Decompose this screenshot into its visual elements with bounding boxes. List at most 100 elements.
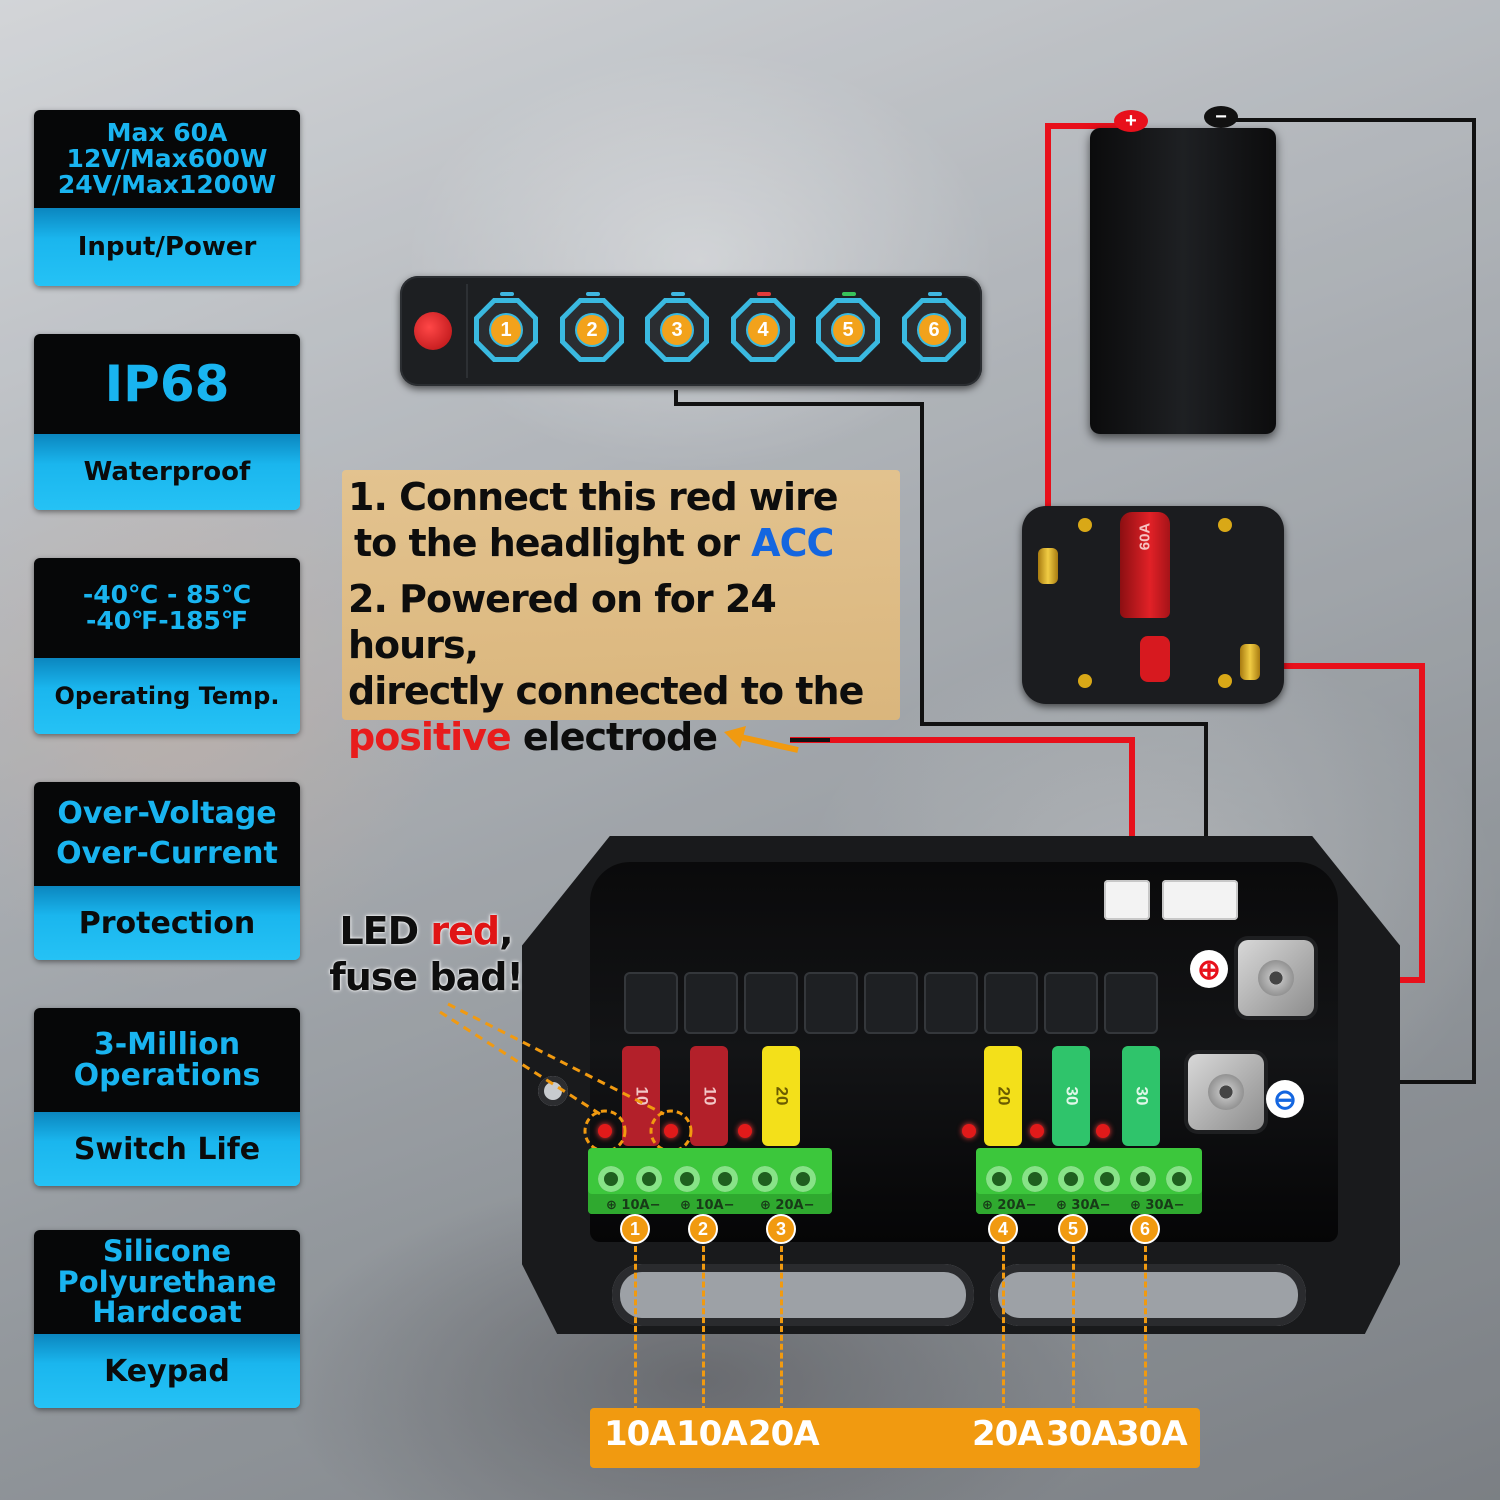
keypad-cable [674,390,1208,884]
fuse-led [598,1124,612,1138]
channel-badge: 3 [766,1214,796,1244]
spec-card-waterproof: IP68 Waterproof [34,334,300,510]
led-note-red: red [430,909,500,953]
led-note-text: LED [339,909,431,953]
channel-badge: 4 [988,1214,1018,1244]
note-line-1: 1. Connect this red wire [348,475,839,519]
terminal-screw[interactable] [1130,1166,1156,1192]
key-indicator-led [842,292,856,296]
spec-line: IP68 [104,354,230,413]
terminal-label: ⊕ 10A− [606,1198,661,1213]
key-number: 1 [491,315,521,345]
relay [984,972,1038,1034]
terminal-label: ⊕ 30A− [1130,1198,1185,1213]
relay [804,972,858,1034]
led-fuse-note: LED red, fuse bad! [326,908,526,1000]
key-indicator-led [500,292,514,296]
terminal-screw[interactable] [752,1166,778,1192]
fuse-2[interactable]: 10 [690,1046,728,1146]
key-indicator-led [586,292,600,296]
terminal-screw[interactable] [1058,1166,1084,1192]
terminal-screw[interactable] [790,1166,816,1192]
terminal-screw[interactable] [986,1166,1012,1192]
key-number: 6 [919,315,949,345]
terminal-screw[interactable] [1166,1166,1192,1192]
note-line-3: 2. Powered on for 24 hours, [348,577,777,667]
terminal-screw[interactable] [1022,1166,1048,1192]
spec-card-switch-life: 3-Million Operations Switch Life [34,1008,300,1186]
hub-negative-post [1188,1054,1264,1130]
fuse-3[interactable]: 20 [762,1046,800,1146]
wiring-instruction: 1. Connect this red wire to the headligh… [342,470,900,759]
terminal-label: ⊕ 20A− [982,1198,1037,1213]
spec-line: Silicone [102,1234,232,1269]
amp-label: 20A [748,1414,820,1454]
key-indicator-led [671,292,685,296]
spec-line: 24V/Max1200W [57,170,277,200]
channel-guide-line [634,1246,637,1412]
channel-badge: 1 [620,1214,650,1244]
channel-guide-line [780,1246,783,1412]
terminal-screw[interactable] [598,1166,624,1192]
fuse-6[interactable]: 30 [1122,1046,1160,1146]
spec-label: Protection [34,886,300,960]
terminal-screw[interactable] [674,1166,700,1192]
note-line-4: directly connected to the [348,669,864,713]
battery-positive-terminal: + [1114,110,1148,132]
terminal-screw[interactable] [712,1166,738,1192]
note-line-5-text: electrode [510,715,718,759]
keypad-power-button[interactable] [414,312,452,350]
relay [924,972,978,1034]
note-line-2-text: to the headlight or [354,521,752,565]
terminal-label: ⊕ 10A− [680,1198,735,1213]
keypad-connector [1162,880,1238,920]
channel-badge: 6 [1130,1214,1160,1244]
acc-connector [1104,880,1150,920]
amp-label: 10A [604,1414,676,1454]
relay [1044,972,1098,1034]
battery-positive-wire [1045,123,1130,556]
fuse-led [1096,1124,1110,1138]
mount-slot [990,1264,1306,1326]
spec-line: -40℉-185℉ [85,606,249,635]
channel-badge: 2 [688,1214,718,1244]
spec-line: Over-Current [56,836,278,871]
breaker-output-stud [1240,644,1260,680]
fuse-4[interactable]: 20 [984,1046,1022,1146]
key-number: 2 [577,315,607,345]
breaker-screw [1078,518,1092,532]
amp-label: 30A [1046,1414,1118,1454]
terminal-label: ⊕ 20A− [760,1198,815,1213]
breaker-screw [1218,518,1232,532]
amp-label: 20A [972,1414,1044,1454]
relay [684,972,738,1034]
keypad-divider [466,284,468,378]
terminal-screw[interactable] [636,1166,662,1192]
channel-guide-line [1144,1246,1147,1412]
terminal-screw[interactable] [1094,1166,1120,1192]
spec-label: Switch Life [34,1112,300,1186]
spec-line: 3-Million [93,1026,241,1062]
amp-label: 30A [1116,1414,1188,1454]
spec-label: Input/Power [34,208,300,286]
breaker-reset-button[interactable] [1140,636,1170,682]
spec-card-power: Max 60A 12V/Max600W 24V/Max1200W Input/P… [34,110,300,286]
mount-slot [612,1264,974,1326]
spec-line: Operations [73,1058,261,1093]
channel-guide-line [1072,1246,1075,1412]
spec-line: Polyurethane [57,1264,277,1299]
spec-card-protection: Over-Voltage Over-Current Protection [34,782,300,960]
amp-label: 10A [676,1414,748,1454]
breaker-lever[interactable]: 60A [1120,512,1170,618]
key-number: 5 [833,315,863,345]
hub-positive-post [1238,940,1314,1016]
terminal-label: ⊕ 30A− [1056,1198,1111,1213]
relay [624,972,678,1034]
negative-symbol: ⊖ [1266,1080,1304,1118]
battery [1090,128,1276,434]
fuse-5[interactable]: 30 [1052,1046,1090,1146]
switch-keypad: 1 2 3 4 5 6 [400,276,982,386]
note-line-5: positive electrode [348,714,900,760]
breaker-screw [1218,674,1232,688]
